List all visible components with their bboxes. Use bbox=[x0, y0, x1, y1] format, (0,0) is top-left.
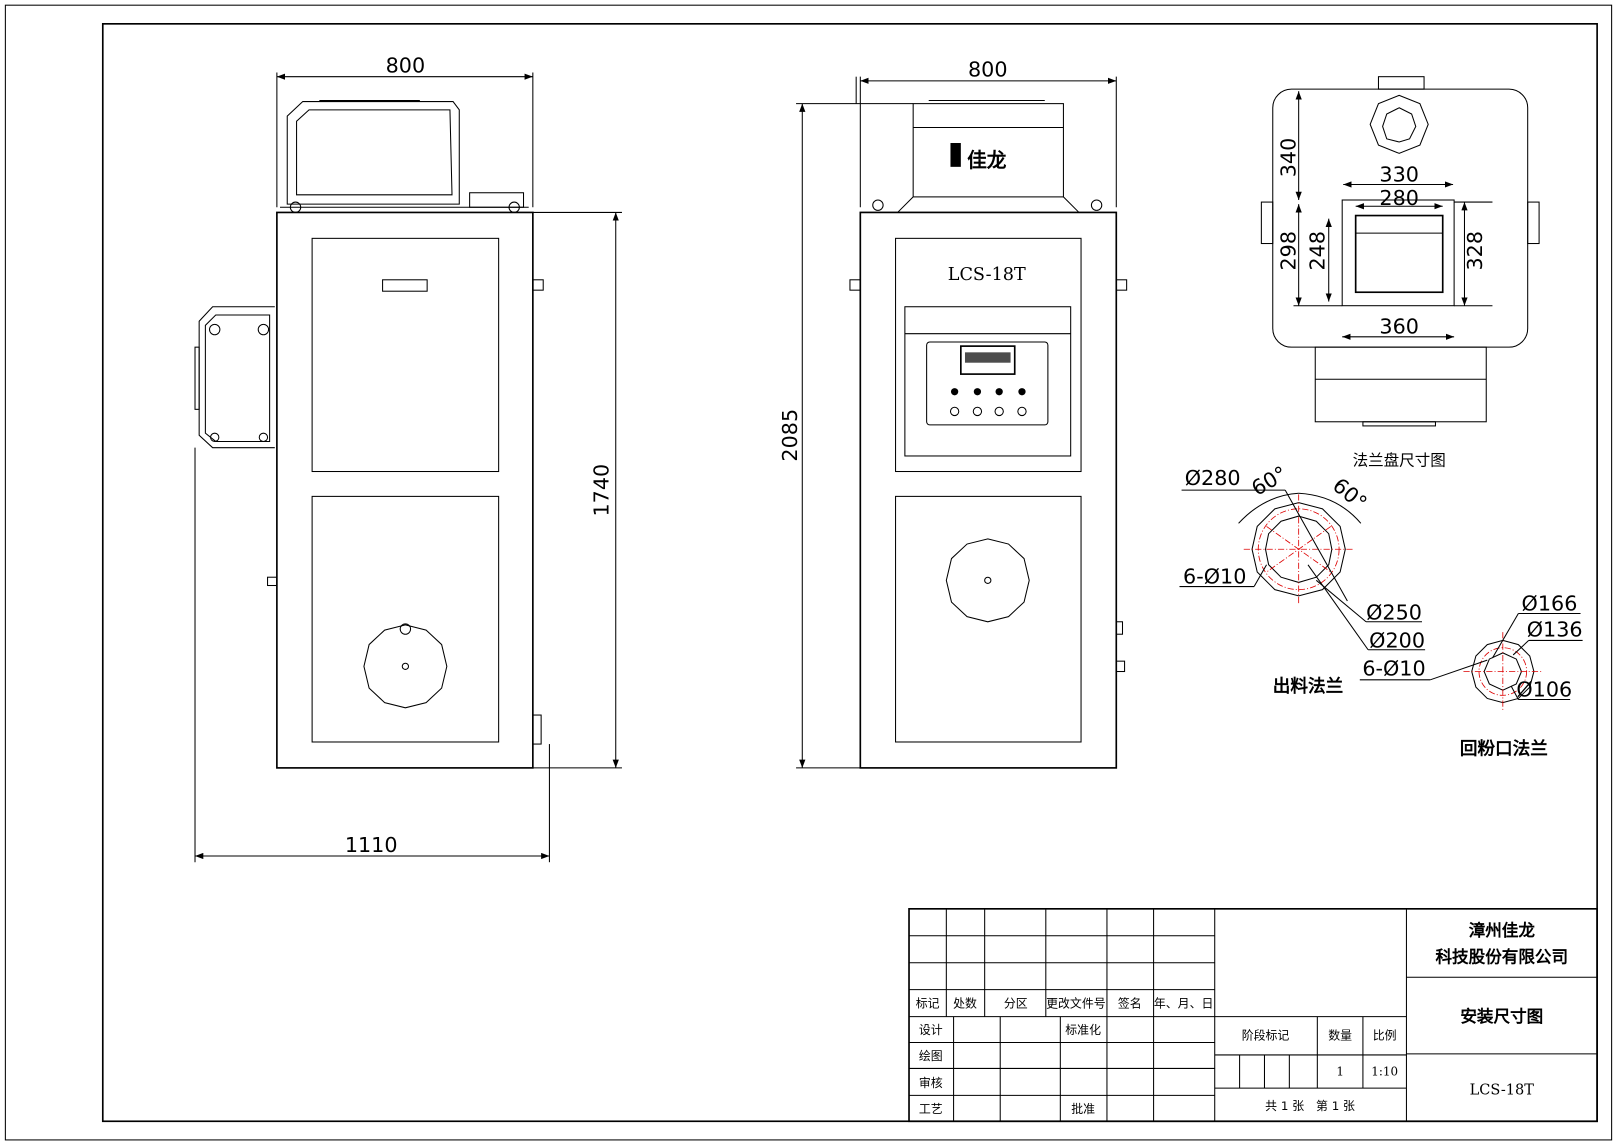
label-d200: Ø200 bbox=[1369, 629, 1425, 653]
sheet-count: 共 1 张 第 1 张 bbox=[1265, 1099, 1355, 1113]
dim-298: 298 bbox=[1277, 231, 1301, 271]
model-label: LCS-18T bbox=[948, 265, 1026, 285]
role-review: 审核 bbox=[919, 1076, 943, 1090]
label-d136: Ø136 bbox=[1527, 617, 1583, 641]
header-mark: 标记 bbox=[916, 996, 940, 1010]
drawing-title: 安装尺寸图 bbox=[1460, 1006, 1543, 1026]
dim-330: 330 bbox=[1379, 162, 1419, 186]
side-view: 佳龙 LCS-18T 800 2085 bbox=[778, 58, 1128, 769]
control-buttons bbox=[949, 388, 1027, 417]
role-drafting: 绘图 bbox=[919, 1049, 943, 1063]
front-view: 800 1740 1110 bbox=[194, 54, 622, 863]
company-name-line2: 科技股份有限公司 bbox=[1435, 947, 1568, 967]
approval-label: 批准 bbox=[1071, 1102, 1095, 1116]
return-flange: 6-Ø10 Ø166 Ø136 Ø106 回粉口法兰 bbox=[1359, 591, 1583, 759]
label-d280: Ø280 bbox=[1185, 466, 1241, 490]
label-return-holes: 6-Ø10 bbox=[1362, 657, 1425, 681]
overall-width-dim: 1110 bbox=[345, 833, 398, 857]
side-height-dim: 2085 bbox=[778, 409, 802, 462]
header-date: 年、月、日 bbox=[1154, 996, 1214, 1010]
header-change-doc: 更改文件号 bbox=[1046, 996, 1106, 1010]
dim-360: 360 bbox=[1379, 315, 1419, 339]
label-d250: Ø250 bbox=[1366, 601, 1422, 625]
quantity-label: 数量 bbox=[1328, 1028, 1352, 1042]
company-name-line1: 漳州佳龙 bbox=[1469, 920, 1536, 940]
drawing-number: LCS-18T bbox=[1470, 1082, 1535, 1098]
logo-mark-icon bbox=[950, 143, 961, 167]
quantity-value: 1 bbox=[1336, 1065, 1344, 1079]
outer-frame bbox=[4, 4, 1613, 1141]
inner-frame bbox=[101, 23, 1598, 1123]
display-screen bbox=[960, 345, 1016, 375]
return-flange-caption: 回粉口法兰 bbox=[1460, 738, 1548, 759]
label-angle-1: 60° bbox=[1247, 461, 1291, 500]
label-angle-2: 60° bbox=[1328, 473, 1372, 515]
dim-328: 328 bbox=[1463, 231, 1487, 271]
dim-340: 340 bbox=[1277, 138, 1301, 178]
outlet-flange-caption: 出料法兰 bbox=[1273, 676, 1343, 697]
front-width-dim: 800 bbox=[386, 54, 426, 78]
front-height-dim: 1740 bbox=[589, 464, 613, 517]
flange-plate-caption: 法兰盘尺寸图 bbox=[1353, 450, 1446, 469]
scale-value: 1:10 bbox=[1371, 1065, 1398, 1079]
title-block: 标记 处数 分区 更改文件号 签名 年、月、日 设计 绘图 审核 工艺 标准化 … bbox=[908, 908, 1598, 1123]
role-design: 设计 bbox=[919, 1023, 943, 1037]
header-zone: 分区 bbox=[1004, 996, 1028, 1010]
flange-plate-view: 340 330 280 298 248 328 360 法兰盘尺寸图 bbox=[1260, 76, 1540, 469]
label-d106: Ø106 bbox=[1516, 677, 1572, 701]
label-d166: Ø166 bbox=[1522, 591, 1578, 615]
stage-mark-label: 阶段标记 bbox=[1242, 1028, 1290, 1042]
label-outlet-holes: 6-Ø10 bbox=[1183, 564, 1246, 588]
outlet-flange: Ø280 60° 60° 6-Ø10 Ø250 Ø200 出料法兰 bbox=[1179, 461, 1426, 697]
dim-248: 248 bbox=[1306, 231, 1330, 271]
standardization-label: 标准化 bbox=[1065, 1023, 1101, 1037]
header-count: 处数 bbox=[953, 996, 977, 1010]
scale-label: 比例 bbox=[1373, 1028, 1397, 1042]
dim-280: 280 bbox=[1379, 186, 1419, 210]
side-width-dim: 800 bbox=[968, 58, 1008, 82]
role-process: 工艺 bbox=[919, 1102, 943, 1116]
header-signature: 签名 bbox=[1118, 996, 1142, 1010]
brand-logo: 佳龙 bbox=[967, 149, 1007, 172]
